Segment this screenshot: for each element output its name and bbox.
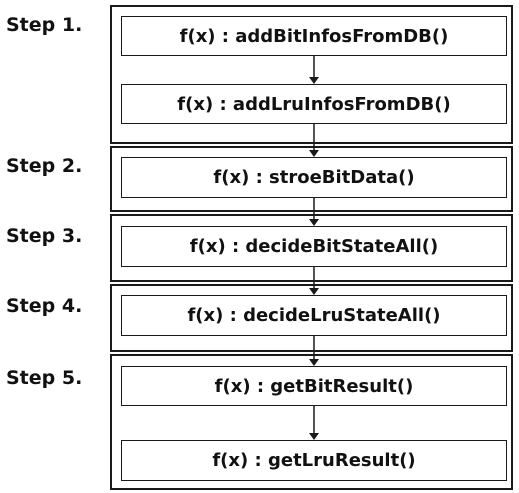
step-1-group [110,5,513,144]
function-box-get-lru-result: f(x) : getLruResult() [121,440,507,481]
arrow-5 [309,336,319,366]
function-box-add-lru-infos: f(x) : addLruInfosFromDB() [121,84,507,124]
step-2-group [110,146,513,212]
arrow-4 [309,267,319,295]
step-1-label: Step 1. [6,14,83,36]
arrow-2 [309,124,319,157]
step-3-label: Step 3. [6,225,83,247]
step-5-group [110,354,513,490]
step-4-label: Step 4. [6,295,83,317]
step-3-group [110,214,513,282]
function-box-store-bit-data: f(x) : stroeBitData() [121,157,507,198]
function-box-add-bit-infos: f(x) : addBitInfosFromDB() [121,16,507,56]
arrow-3 [309,198,319,226]
function-box-get-bit-result: f(x) : getBitResult() [121,366,507,406]
function-box-decide-lru-state: f(x) : decideLruStateAll() [121,295,507,336]
step-2-label: Step 2. [6,155,83,177]
function-box-decide-bit-state: f(x) : decideBitStateAll() [121,226,507,267]
step-4-group [110,284,513,352]
step-5-label: Step 5. [6,367,83,389]
arrow-1 [309,56,319,84]
arrow-6 [309,406,319,440]
